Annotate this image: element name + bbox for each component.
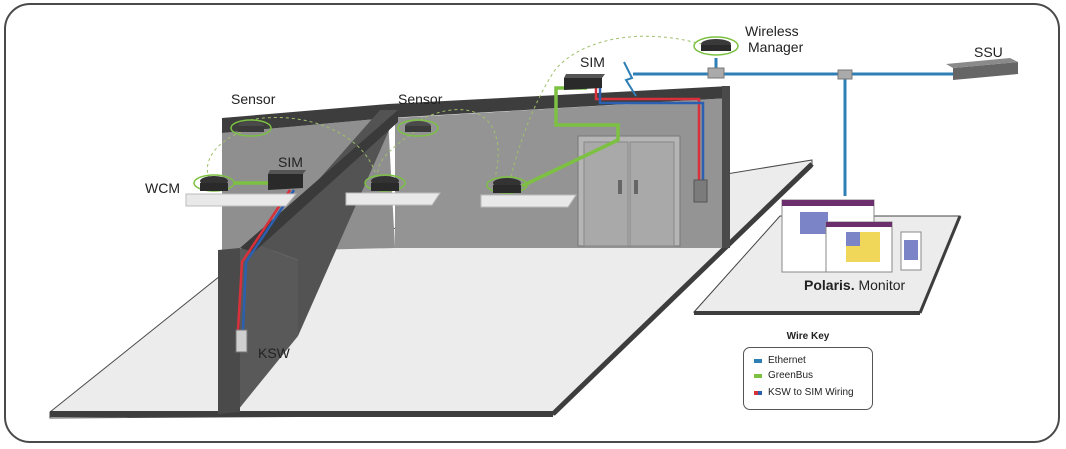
ethernet-swatch (754, 358, 762, 363)
legend-label: Ethernet (768, 355, 806, 366)
double-door (577, 135, 681, 247)
ksw-sim-wiring-left (236, 189, 296, 331)
sensor-mid (397, 119, 439, 137)
polaris-monitor-label: Polaris. Monitor (804, 277, 905, 293)
wireless-link-icon (623, 61, 637, 97)
wire-key-legend: Ethernet GreenBus KSW to SIM Wiring (743, 347, 873, 410)
ksw-sim-wiring-right (594, 88, 705, 182)
wcm-device-mid (364, 174, 406, 192)
wcm-device-right (486, 176, 528, 194)
wireless-dashed-links (207, 35, 709, 181)
polaris-product: Monitor (858, 277, 906, 293)
sim-left-label: SIM (278, 154, 303, 170)
ssu-device (946, 58, 1018, 80)
wireless-manager-label-2: Manager (748, 39, 804, 55)
wcm-device (193, 174, 235, 192)
ethernet-tap (837, 69, 853, 80)
wcm-label: WCM (145, 180, 180, 196)
legend-item-ethernet: Ethernet (754, 355, 806, 366)
legend-item-ksw-sim: KSW to SIM Wiring (754, 387, 854, 398)
legend-item-greenbus: GreenBus (754, 370, 813, 381)
sim-device-top (564, 74, 605, 90)
wire-key-title: Wire Key (786, 331, 830, 342)
wireless-manager-label-1: Wireless (745, 23, 799, 39)
ksw-device (235, 329, 248, 353)
ksw-sim-swatch (754, 390, 762, 395)
wireless-manager-device (693, 36, 739, 79)
greenbus-swatch (754, 373, 762, 378)
divider-wall (260, 110, 398, 336)
polaris-monitor-screens (781, 199, 922, 273)
sensor-left-label: Sensor (231, 91, 276, 107)
greenbus-wiring (234, 86, 620, 188)
ssu-label: SSU (974, 44, 1003, 60)
legend-label: GreenBus (768, 370, 814, 381)
legend-label: KSW to SIM Wiring (768, 387, 854, 398)
sensor-mid-label: Sensor (398, 91, 443, 107)
sim-top-label: SIM (580, 54, 605, 70)
ksw-label: KSW (258, 345, 290, 361)
sim-device-left (268, 170, 306, 190)
sensor-left (230, 119, 272, 137)
polaris-brand: Polaris. (804, 277, 855, 293)
